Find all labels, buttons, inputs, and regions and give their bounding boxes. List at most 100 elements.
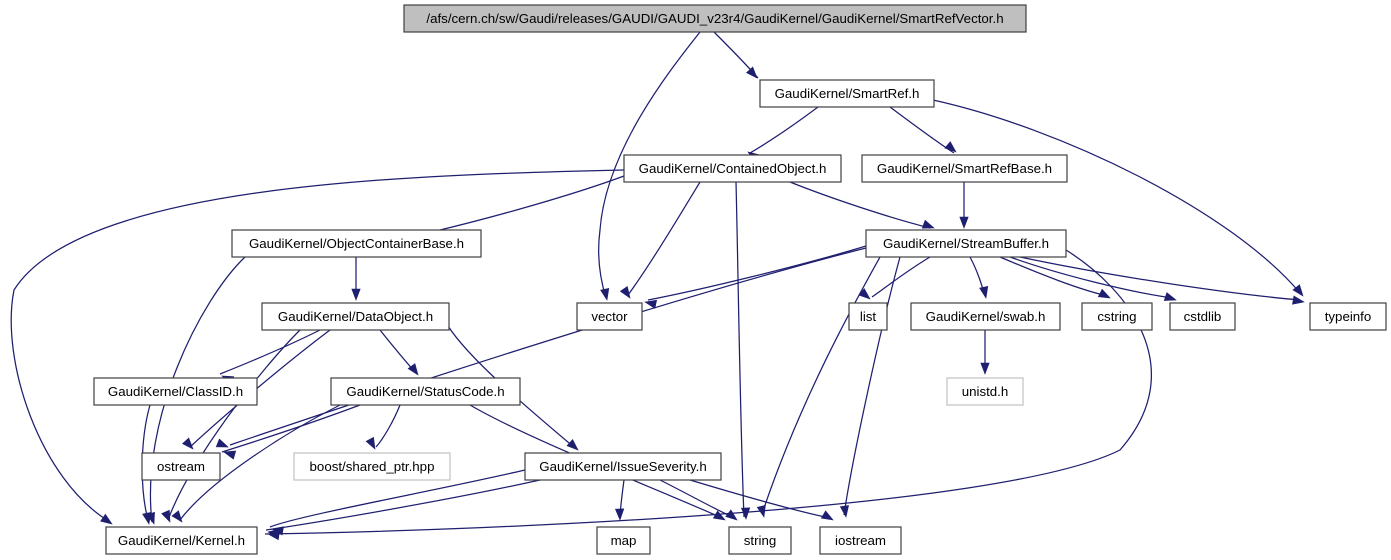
node-box-typeinfo[interactable] (1309, 302, 1387, 331)
graph-node-objectcontainerbase[interactable]: GaudiKernel/ObjectContainerBase.h (231, 229, 482, 258)
node-label-dataobject: GaudiKernel/DataObject.h (278, 309, 433, 324)
edge-issueseverity-to-iostream (689, 479, 831, 519)
graph-node-iostream[interactable]: iostream (819, 526, 902, 555)
arrowhead (142, 511, 152, 525)
node-label-objectcontainerbase: GaudiKernel/ObjectContainerBase.h (249, 236, 464, 251)
graph-node-issueseverity[interactable]: GaudiKernel/IssueSeverity.h (524, 452, 722, 481)
arrowhead (100, 513, 113, 525)
node-box-ostream[interactable] (141, 452, 221, 481)
arrowhead (740, 507, 751, 520)
arrowhead (839, 505, 850, 518)
graph-node-classid[interactable]: GaudiKernel/ClassID.h (93, 377, 258, 406)
node-box-map[interactable] (596, 526, 651, 555)
arrowhead (1097, 288, 1111, 299)
graph-node-smartref[interactable]: GaudiKernel/SmartRef.h (759, 79, 935, 108)
node-box-smartrefbase[interactable] (861, 154, 1068, 183)
graph-node-vector[interactable]: vector (576, 302, 643, 331)
edge-issueseverity-to-kernel (269, 469, 526, 528)
node-box-root[interactable] (403, 4, 1027, 33)
node-label-root: /afs/cern.ch/sw/Gaudi/releases/GAUDI/GAU… (426, 11, 1003, 26)
edge-streambuffer-to-ostream (229, 247, 867, 446)
edge-statuscode-to-kernel (179, 404, 341, 521)
arrowhead (566, 438, 579, 451)
graph-node-unistd[interactable]: unistd.h (946, 377, 1024, 406)
arrowhead (407, 363, 419, 376)
edge-containedobject-to-vector (627, 181, 701, 296)
graph-node-swab[interactable]: GaudiKernel/swab.h (910, 302, 1061, 331)
node-box-kernel[interactable] (105, 526, 258, 555)
node-box-cstdlib[interactable] (1169, 302, 1236, 331)
arrowhead (756, 504, 766, 518)
node-box-smartref[interactable] (759, 79, 935, 108)
node-box-cstring[interactable] (1081, 302, 1153, 331)
graph-node-cstdlib[interactable]: cstdlib (1169, 302, 1236, 331)
arrowhead (171, 510, 183, 523)
arrowhead (161, 509, 171, 523)
graph-node-statuscode[interactable]: GaudiKernel/StatusCode.h (330, 377, 521, 406)
node-label-unistd: unistd.h (962, 384, 1009, 399)
node-box-iostream[interactable] (819, 526, 902, 555)
node-box-containedobject[interactable] (623, 154, 842, 183)
arrowhead (1292, 284, 1304, 297)
arrowhead (351, 288, 361, 301)
graph-node-containedobject[interactable]: GaudiKernel/ContainedObject.h (623, 154, 842, 183)
node-label-boostshared: boost/shared_ptr.hpp (310, 459, 435, 474)
node-box-issueseverity[interactable] (524, 452, 722, 481)
graph-node-dataobject[interactable]: GaudiKernel/DataObject.h (261, 302, 450, 331)
graph-node-root[interactable]: /afs/cern.ch/sw/Gaudi/releases/GAUDI/GAU… (403, 4, 1027, 33)
arrowhead (820, 510, 834, 521)
edge-statuscode-to-boostshared (375, 404, 401, 448)
node-label-cstring: cstring (1097, 309, 1136, 324)
graph-node-boostshared[interactable]: boost/shared_ptr.hpp (293, 452, 451, 481)
graph-node-cstring[interactable]: cstring (1081, 302, 1153, 331)
node-label-classid: GaudiKernel/ClassID.h (108, 384, 243, 399)
edge-containedobject-to-kernel (10, 169, 625, 523)
node-box-boostshared[interactable] (293, 452, 451, 481)
graph-arrowheads (100, 66, 1305, 541)
node-box-statuscode[interactable] (330, 377, 521, 406)
graph-node-smartrefbase[interactable]: GaudiKernel/SmartRefBase.h (861, 154, 1068, 183)
node-label-smartrefbase: GaudiKernel/SmartRefBase.h (877, 161, 1052, 176)
node-box-dataobject[interactable] (261, 302, 450, 331)
arrowhead (725, 509, 738, 521)
arrowhead (223, 450, 237, 460)
node-box-classid[interactable] (93, 377, 258, 406)
node-box-swab[interactable] (910, 302, 1061, 331)
edge-smartref-to-typeinfo (932, 99, 1301, 294)
edge-streambuffer-to-cstring (999, 256, 1109, 297)
graph-node-streambuffer[interactable]: GaudiKernel/StreamBuffer.h (865, 229, 1067, 258)
arrowhead (1163, 292, 1177, 301)
edge-objectcontainerbase-to-kernel (149, 256, 246, 523)
node-box-vector[interactable] (576, 302, 643, 331)
arrowhead (365, 436, 376, 450)
edge-streambuffer-to-cstdlib (1009, 256, 1173, 299)
node-box-string[interactable] (728, 526, 792, 555)
node-box-unistd[interactable] (946, 377, 1024, 406)
node-box-objectcontainerbase[interactable] (231, 229, 482, 258)
arrowhead (921, 219, 935, 229)
node-label-statuscode: GaudiKernel/StatusCode.h (346, 384, 504, 399)
graph-edges (10, 31, 1301, 535)
arrowhead (600, 287, 610, 301)
graph-node-ostream[interactable]: ostream (141, 452, 221, 481)
edge-smartref-to-containedobject (749, 106, 819, 154)
node-box-streambuffer[interactable] (865, 229, 1067, 258)
node-label-containedobject: GaudiKernel/ContainedObject.h (639, 161, 827, 176)
arrowhead (614, 508, 625, 521)
graph-node-string[interactable]: string (728, 526, 792, 555)
edge-containedobject-to-streambuffer (789, 181, 931, 229)
node-label-ostream: ostream (157, 459, 205, 474)
arrowhead (745, 66, 758, 79)
node-label-streambuffer: GaudiKernel/StreamBuffer.h (883, 236, 1049, 251)
node-label-string: string (744, 533, 777, 548)
node-label-iostream: iostream (835, 533, 886, 548)
node-box-list[interactable] (848, 302, 888, 331)
graph-node-map[interactable]: map (596, 526, 651, 555)
edge-dataobject-to-classid (219, 329, 321, 375)
graph-node-list[interactable]: list (848, 302, 888, 331)
node-label-list: list (860, 309, 877, 324)
graph-node-kernel[interactable]: GaudiKernel/Kernel.h (105, 526, 258, 555)
edge-issueseverity-to-string (659, 479, 736, 519)
graph-node-typeinfo[interactable]: typeinfo (1309, 302, 1387, 331)
